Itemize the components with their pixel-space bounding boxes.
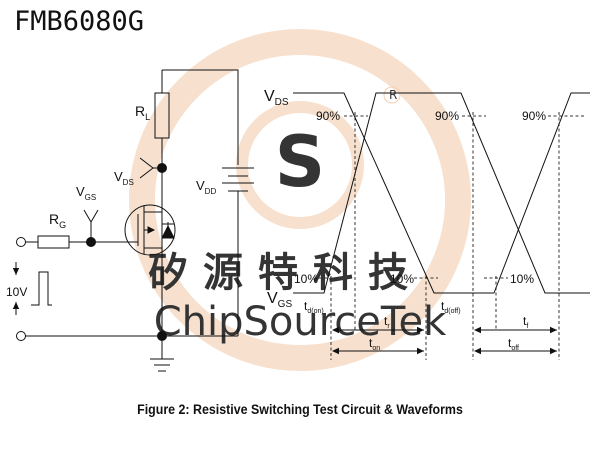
- watermark-inner-ring: [236, 101, 364, 229]
- vgs-waveform: [293, 92, 590, 294]
- pulse-amplitude-label: 10V: [6, 285, 27, 299]
- mosfet-symbol: [124, 200, 176, 332]
- vds-probe: [139, 157, 158, 179]
- vdd-battery: [222, 167, 254, 336]
- test-circuit: [12, 69, 254, 372]
- watermark-cn-char-2: 源: [203, 250, 243, 296]
- watermark-cn-char-3: 特: [258, 250, 298, 296]
- t-f-label: tf: [523, 314, 528, 330]
- drain-node: [157, 163, 167, 173]
- pct90-label-2: 90%: [435, 109, 459, 123]
- waveforms: [293, 92, 590, 360]
- pct10-label-2: 10%: [390, 272, 414, 286]
- timing-reference-lines: [330, 112, 560, 360]
- drain-rail-top: [162, 69, 239, 165]
- vdd-label: VDD: [196, 178, 216, 196]
- pct90-label-3: 90%: [522, 109, 546, 123]
- watermark: S R 矽 源 特 科 技 ChipSourceTek: [129, 29, 471, 371]
- t-on-label: ton: [369, 336, 380, 352]
- rl-label: RL: [135, 103, 150, 122]
- watermark-logo-letter: S: [275, 121, 325, 203]
- t-don-label: td(on): [304, 299, 324, 315]
- ground-symbol: [150, 340, 174, 372]
- body-diode: [161, 224, 175, 239]
- waveform-labels: VDS VGS 90% 90% 90% 10% 10% 10% td(on) t…: [264, 88, 546, 352]
- watermark-registered-mark: R: [389, 88, 397, 102]
- gate-node: [86, 237, 96, 247]
- vgs-circuit-label: VGS: [76, 184, 96, 202]
- watermark-cn-char-1: 矽: [148, 250, 188, 296]
- t-doff-label: td(off): [441, 299, 461, 315]
- vgs-waveform-label: VGS: [267, 290, 292, 310]
- mosfet-body: [124, 204, 176, 256]
- watermark-brand-text: ChipSourceTek: [154, 299, 447, 345]
- rg-resistor: [37, 235, 70, 249]
- source-node: [157, 331, 167, 341]
- vds-waveform-label: VDS: [264, 88, 289, 108]
- return-terminal: [16, 331, 26, 341]
- input-terminal: [16, 237, 26, 247]
- gate-pulse-symbol: [31, 271, 52, 306]
- figure-caption: Figure 2: Resistive Switching Test Circu…: [137, 402, 463, 417]
- t-r-label: tr: [384, 314, 390, 330]
- pct10-label-1: 10%: [294, 272, 318, 286]
- t-off-label: toff: [508, 336, 519, 352]
- vgs-probe: [83, 209, 99, 238]
- vds-circuit-label: VDS: [114, 169, 134, 187]
- rg-label: RG: [49, 211, 66, 230]
- circuit-labels: RL RG VGS VDS VDD 10V: [6, 103, 216, 299]
- pct90-label-1: 90%: [316, 109, 340, 123]
- watermark-ring: [129, 29, 471, 371]
- part-number-title: FMB6080G: [14, 6, 145, 37]
- watermark-cn-char-5: 技: [368, 250, 408, 296]
- pct10-label-3: 10%: [510, 272, 534, 286]
- vds-waveform: [293, 92, 590, 294]
